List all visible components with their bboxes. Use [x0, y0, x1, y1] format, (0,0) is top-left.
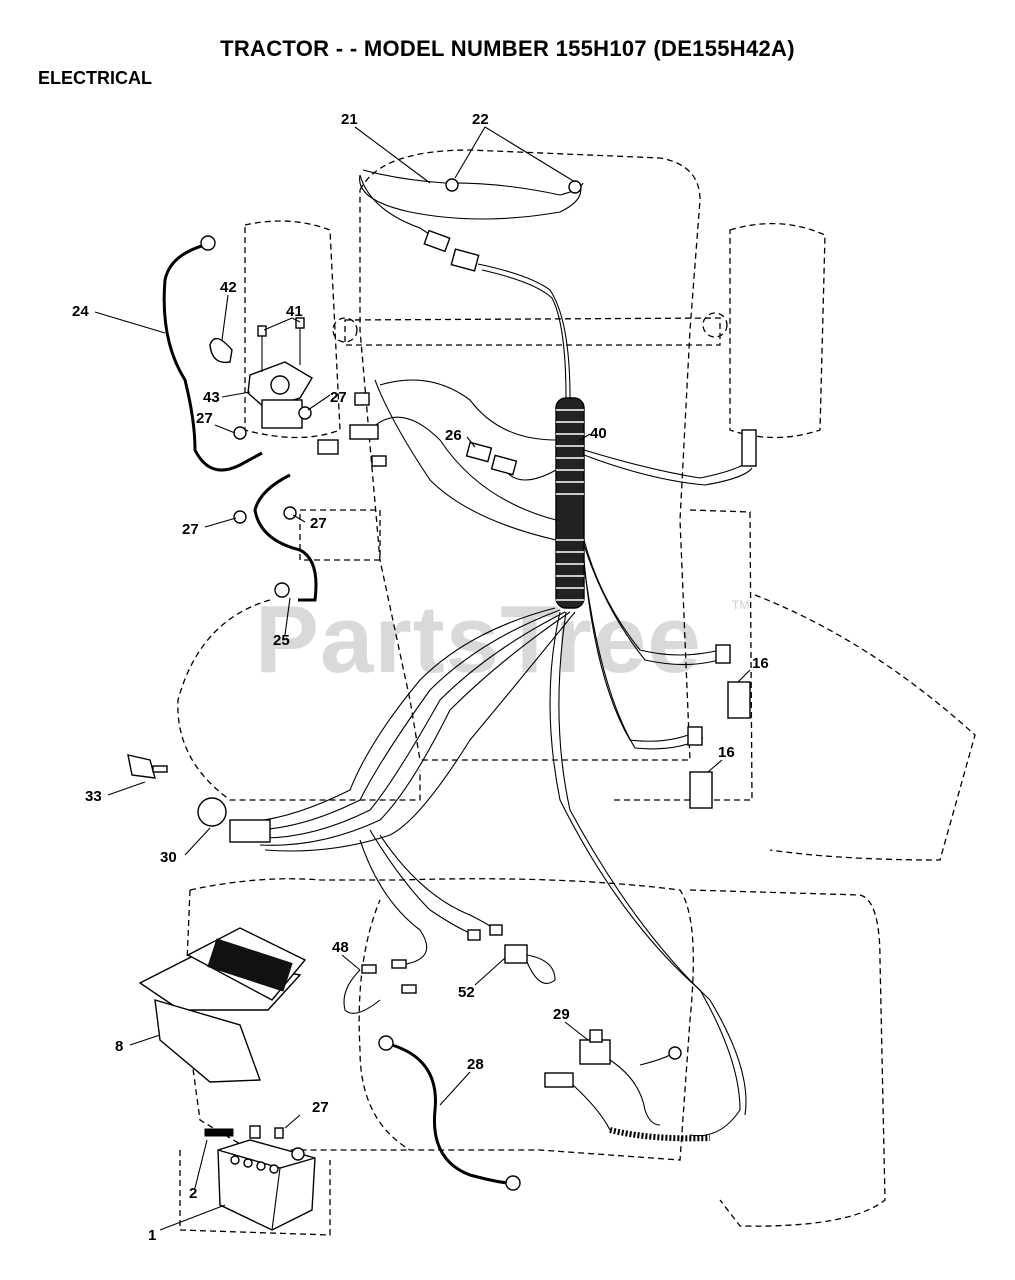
callout-22: 22 — [472, 111, 489, 128]
callout-40: 40 — [590, 425, 607, 442]
callout-16-upper: 16 — [752, 655, 769, 672]
main-harness — [369, 379, 757, 750]
callout-24: 24 — [72, 303, 89, 320]
tractor-outline — [177, 149, 976, 1236]
callout-30: 30 — [160, 849, 177, 866]
solenoid-assembly — [209, 317, 387, 524]
headlight-harness — [359, 169, 584, 399]
callout-33: 33 — [85, 788, 102, 805]
callout-26: 26 — [445, 427, 462, 444]
callout-27-b: 27 — [196, 410, 213, 427]
cable-28 — [378, 1035, 521, 1191]
cable-24 — [162, 235, 263, 472]
section-title: ELECTRICAL — [38, 68, 152, 88]
callout-25: 25 — [273, 632, 290, 649]
callout-27-c: 27 — [182, 521, 199, 538]
callout-27-a: 27 — [330, 389, 347, 406]
callout-16-lower: 16 — [718, 744, 735, 761]
callout-48: 48 — [332, 939, 349, 956]
connectors-48-52 — [343, 924, 556, 1014]
key-and-ignition — [127, 754, 271, 843]
callout-8: 8 — [115, 1038, 123, 1055]
callout-2: 2 — [189, 1185, 197, 1202]
callout-42: 42 — [220, 279, 237, 296]
callout-28: 28 — [467, 1056, 484, 1073]
callout-43: 43 — [203, 389, 220, 406]
cable-25 — [253, 473, 318, 602]
callout-1: 1 — [148, 1227, 156, 1244]
battery-1 — [204, 1125, 316, 1231]
page-title: TRACTOR - - MODEL NUMBER 155H107 (DE155H… — [220, 36, 795, 61]
watermark-trademark: TM — [732, 598, 750, 612]
watermark: PartsTree — [255, 586, 702, 693]
lower-harness — [244, 607, 747, 1137]
callout-numbers: 1 2 8 16 16 21 22 24 25 26 27 27 27 27 2… — [72, 111, 769, 1244]
callout-41: 41 — [286, 303, 303, 320]
battery-box-8 — [138, 927, 307, 1083]
fuse-26 — [465, 441, 518, 476]
leader-lines — [94, 126, 751, 1231]
callout-27-d: 27 — [310, 515, 327, 532]
callout-27-e: 27 — [312, 1099, 329, 1116]
callout-21: 21 — [341, 111, 358, 128]
switches-16 — [689, 681, 751, 809]
callout-52: 52 — [458, 984, 475, 1001]
callout-29: 29 — [553, 1006, 570, 1023]
seat-switch-29 — [544, 1029, 711, 1142]
